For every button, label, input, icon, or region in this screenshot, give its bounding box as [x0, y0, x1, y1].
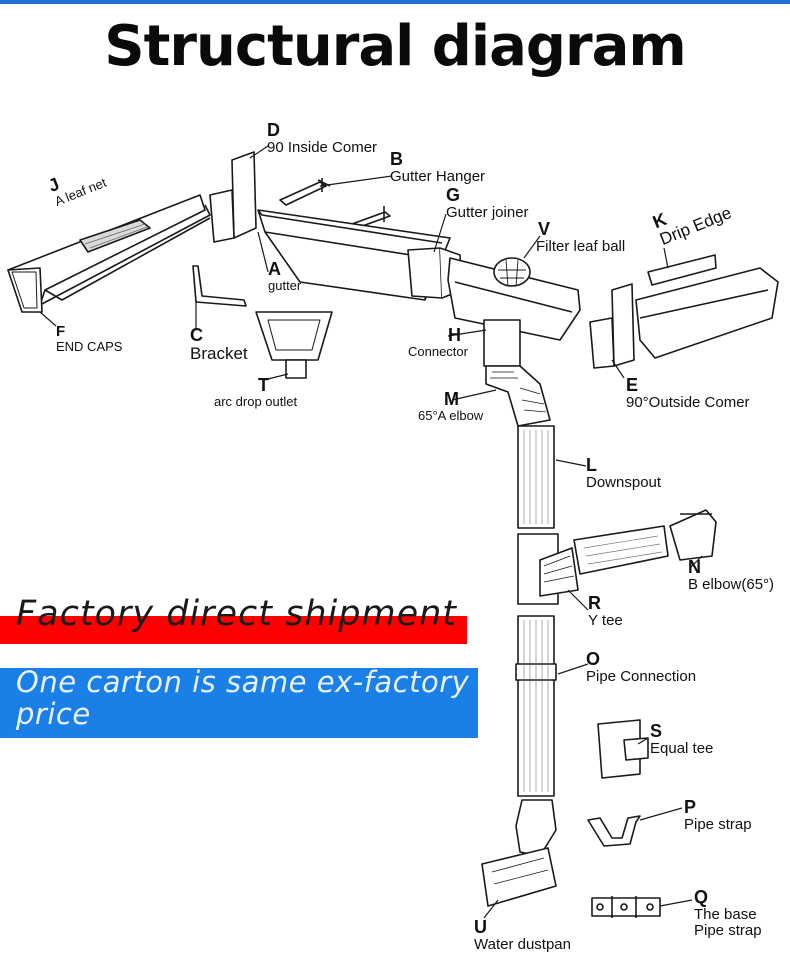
label-base-pipe-strap: Q The base Pipe strap [694, 888, 762, 938]
part-code-o: O [586, 649, 601, 669]
downspout-assembly-illustration [481, 319, 579, 907]
part-code-t: T [258, 375, 269, 395]
blue-banner-text: One carton is same ex-factory price [16, 665, 470, 731]
part-name-u: Water dustpan [474, 935, 571, 953]
part-name-d: 90 Inside Comer [267, 138, 378, 156]
part-name-t: arc drop outlet [214, 393, 298, 409]
label-gutter-joiner: G Gutter joiner [446, 186, 529, 221]
label-connector: H Connector [408, 326, 468, 359]
part-code-p: P [684, 797, 697, 817]
label-drop-outlet: T arc drop outlet [214, 376, 297, 409]
part-code-f: F [56, 323, 66, 340]
part-code-m: M [444, 389, 459, 409]
part-name-h: Connector [408, 343, 468, 359]
drop-outlet-illustration [255, 311, 333, 379]
label-bracket: C Bracket [190, 326, 248, 363]
label-downspout: L Downspout [586, 456, 661, 491]
part-name-s: Equal tee [650, 739, 714, 757]
part-code-d: D [267, 120, 280, 140]
red-banner-text: Factory direct shipment [16, 594, 458, 634]
label-pipe-connection: O Pipe Connection [586, 650, 696, 685]
part-name-f: END CAPS [56, 338, 123, 354]
part-code-r: R [588, 593, 601, 613]
part-code-e: E [626, 375, 639, 395]
pipe-strap-illustration [587, 815, 641, 847]
part-name-b: Gutter Hanger [390, 167, 486, 185]
label-inside-corner: D 90 Inside Comer [267, 121, 377, 156]
part-name-q-line1: The base [694, 905, 757, 923]
part-code-s: S [650, 721, 663, 741]
outside-corner-illustration [589, 283, 635, 369]
part-name-o: Pipe Connection [586, 667, 697, 685]
b-elbow-illustration [573, 509, 717, 575]
label-a-elbow: M 65°A elbow [418, 390, 483, 423]
part-code-l: L [586, 455, 597, 475]
part-name-l: Downspout [586, 473, 662, 491]
label-y-tee: R Y tee [588, 594, 623, 629]
part-code-n: N [688, 557, 701, 577]
base-pipe-strap-illustration [591, 896, 661, 918]
top-rule [0, 0, 790, 4]
bracket-illustration [192, 265, 247, 307]
part-code-g: G [446, 185, 461, 205]
label-pipe-strap: P Pipe strap [684, 798, 752, 833]
leader-lines [39, 145, 703, 919]
part-name-r: Y tee [588, 611, 623, 629]
label-outside-corner: E 90°Outside Comer [626, 376, 750, 411]
drip-edge-gutter-illustration [635, 254, 779, 359]
end-cap-illustration [7, 267, 43, 313]
part-code-b: B [390, 149, 403, 169]
label-equal-tee: S Equal tee [650, 722, 713, 757]
part-name-a: gutter [268, 277, 302, 293]
part-name-g: Gutter joiner [446, 203, 529, 221]
page-title: Structural diagram [104, 14, 686, 79]
part-name-p: Pipe strap [684, 815, 752, 833]
part-code-a: A [268, 259, 281, 279]
part-name-v: Filter leaf ball [536, 237, 626, 255]
part-code-q: Q [694, 887, 709, 907]
part-code-v: V [538, 219, 551, 239]
label-b-elbow: N B elbow(65°) [688, 558, 774, 593]
part-name-c: Bracket [190, 343, 248, 363]
label-end-caps: F END CAPS [56, 324, 122, 353]
equal-tee-illustration [597, 719, 649, 779]
part-name-n: B elbow(65°) [688, 575, 775, 593]
part-name-q-line2: Pipe strap [694, 921, 762, 939]
part-code-u: U [474, 917, 487, 937]
label-gutter-hanger: B Gutter Hanger [390, 150, 485, 185]
inside-corner-illustration [209, 151, 257, 243]
part-code-h: H [448, 325, 461, 345]
blue-banner [0, 668, 478, 738]
part-name-e: 90°Outside Comer [626, 393, 750, 411]
label-filter-leaf-ball: V Filter leaf ball [536, 220, 625, 255]
label-water-dustpan: U Water dustpan [474, 918, 571, 953]
label-gutter: A gutter [268, 260, 301, 293]
part-name-m: 65°A elbow [418, 407, 484, 423]
right-gutter-illustration [447, 257, 581, 341]
red-banner [0, 616, 467, 644]
part-code-c: C [190, 325, 203, 345]
